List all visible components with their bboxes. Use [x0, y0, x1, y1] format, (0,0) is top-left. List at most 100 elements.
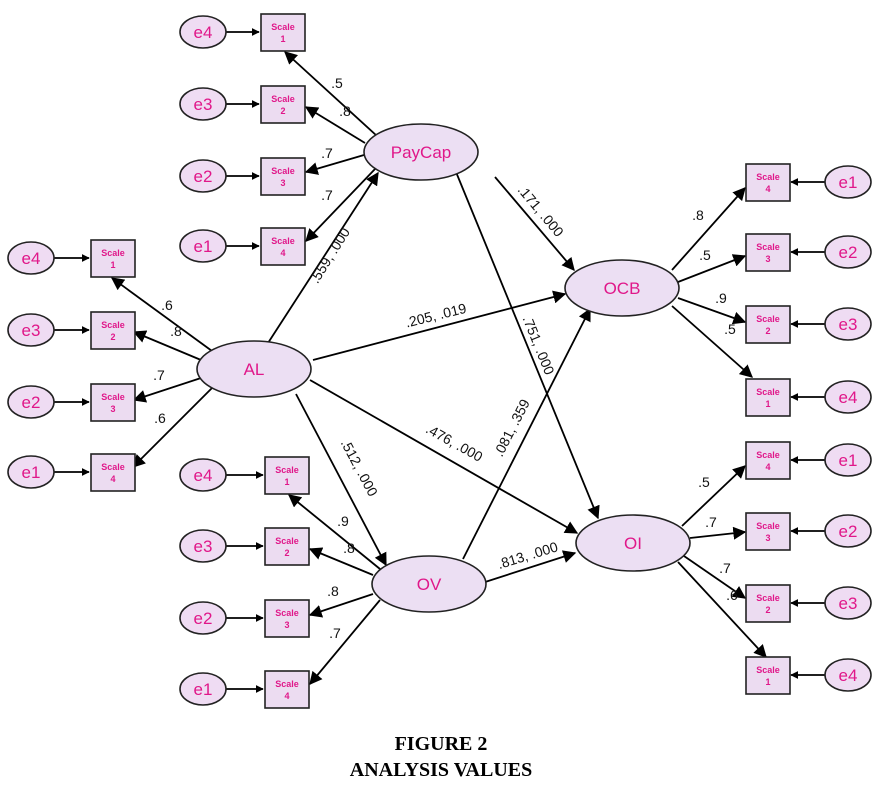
scale-number: 2: [280, 106, 285, 116]
edge-ov-scale3: [308, 593, 374, 618]
path-ov-oi: [481, 550, 577, 584]
edge-al-scale3: [132, 377, 202, 403]
scale-number: 2: [765, 605, 770, 615]
loading-al-scale3: .7: [153, 367, 165, 383]
latent-ov: OV: [371, 555, 487, 613]
loading-oi-scale3: .7: [705, 514, 717, 530]
edge-ocb-scale3: [677, 254, 747, 283]
path-al-ocb: [312, 290, 567, 361]
latent-paycap: PayCap: [363, 123, 479, 181]
error-label: e1: [22, 463, 41, 482]
path-al-ov: [295, 393, 387, 567]
scale-number: 1: [284, 477, 289, 487]
scale-number: 2: [110, 332, 115, 342]
loading-ocb-scale1: .5: [724, 321, 736, 337]
edge-paycap-scale4: [305, 168, 376, 242]
scale-number: 3: [284, 620, 289, 630]
error-label: e4: [194, 23, 213, 42]
edge-ov-scale2: [308, 547, 374, 576]
error-label: e2: [839, 243, 858, 262]
label-al-oi: .476, .000: [423, 421, 485, 465]
scale-number: 4: [765, 462, 770, 472]
error-label: e2: [194, 609, 213, 628]
scale-label: Scale: [275, 536, 299, 546]
scale-label: Scale: [756, 593, 780, 603]
latent-paycap-label: PayCap: [391, 143, 451, 162]
scale-label: Scale: [756, 387, 780, 397]
error-label: e2: [194, 167, 213, 186]
scale-number: 1: [110, 260, 115, 270]
loading-ocb-scale4: .8: [692, 207, 704, 223]
error-label: e4: [22, 249, 41, 268]
loading-oi-scale1: .6: [726, 587, 738, 603]
error-label: e1: [839, 451, 858, 470]
al-error-e1: e1: [7, 455, 55, 489]
scale-label: Scale: [756, 450, 780, 460]
loading-paycap-scale2: .8: [339, 103, 351, 119]
latent-ocb: OCB: [564, 259, 680, 317]
edge-oi-scale1: [677, 561, 767, 658]
scale-number: 4: [110, 474, 115, 484]
scale-number: 4: [765, 184, 770, 194]
latent-ov-label: OV: [417, 575, 442, 594]
edge-oi-scale2: [683, 555, 747, 599]
loading-al-scale4: .6: [154, 410, 166, 426]
paycap-error-e2: e2: [179, 159, 227, 193]
loading-ocb-scale2: .9: [715, 290, 727, 306]
figure-subtitle: ANALYSIS VALUES: [349, 759, 533, 781]
oi-error-e1: e1: [824, 443, 872, 477]
scale-label: Scale: [756, 665, 780, 675]
edge-paycap-scale2: [304, 106, 366, 144]
error-label: e2: [839, 522, 858, 541]
loading-paycap-scale4: .7: [321, 187, 333, 203]
error-label: e3: [194, 95, 213, 114]
error-label: e1: [194, 237, 213, 256]
ov-scale-4: Scale 4: [264, 670, 310, 709]
oi-scale-2: Scale 2: [745, 584, 791, 623]
loading-labels: .5 .8 .7 .7 .6 .8 .7 .6 .9 .8 .8 .7 .8 .…: [153, 75, 738, 641]
path-paycap-ocb: [494, 176, 575, 271]
scale-label: Scale: [275, 679, 299, 689]
error-label: e4: [194, 466, 213, 485]
oi-error-e2: e2: [824, 514, 872, 548]
scale-label: Scale: [101, 248, 125, 258]
oi-scale-4: Scale 4: [745, 441, 791, 480]
al-error-e3: e3: [7, 313, 55, 347]
label-al-ov: .512, .000: [338, 436, 381, 499]
loading-paycap-scale1: .5: [331, 75, 343, 91]
scale-label: Scale: [756, 521, 780, 531]
error-label: e3: [839, 594, 858, 613]
error-label: e4: [839, 666, 858, 685]
latent-oi: OI: [575, 514, 691, 572]
ocb-error-e1: e1: [824, 165, 872, 199]
edge-oi-scale3: [689, 526, 747, 540]
loading-ov-scale2: .8: [343, 540, 355, 556]
oi-error-e4: e4: [824, 658, 872, 692]
loading-oi-scale2: .7: [719, 560, 731, 576]
error-label: e3: [194, 537, 213, 556]
scale-number: 1: [280, 34, 285, 44]
loading-ov-scale3: .8: [327, 583, 339, 599]
loading-ov-scale4: .7: [329, 625, 341, 641]
latent-variables: PayCap AL OV OCB OI: [196, 123, 691, 613]
paycap-error-e3: e3: [179, 87, 227, 121]
error-label: e3: [22, 321, 41, 340]
scale-label: Scale: [101, 392, 125, 402]
al-error-e2: e2: [7, 385, 55, 419]
scale-number: 3: [765, 533, 770, 543]
path-al-paycap: [267, 171, 379, 344]
scale-number: 4: [284, 691, 289, 701]
label-paycap-oi: .751, .000: [520, 313, 558, 377]
scale-label: Scale: [271, 236, 295, 246]
al-error-e4: e4: [7, 241, 55, 275]
scale-number: 2: [765, 326, 770, 336]
scale-label: Scale: [101, 320, 125, 330]
label-al-ocb: .205, .019: [404, 300, 469, 331]
